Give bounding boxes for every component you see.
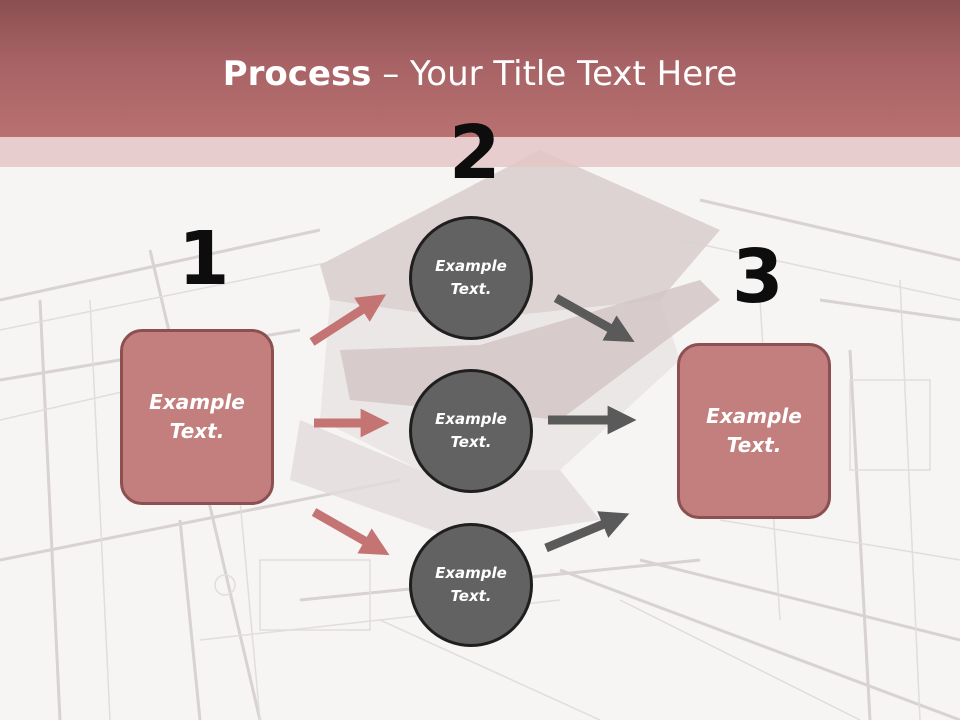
step-number-3: 3 [732, 234, 784, 320]
step-number-2: 2 [449, 110, 501, 196]
circle-middle[interactable]: Example Text. [409, 369, 533, 493]
arrow-to-bottom-circle [311, 508, 390, 556]
left-box-text: Example Text. [149, 390, 245, 443]
title-bold: Process [222, 54, 372, 94]
circle-bottom-text: Example Text. [435, 564, 507, 605]
arrow-from-bottom-circle [544, 511, 630, 553]
slide-title: Process – Your Title Text Here [0, 52, 960, 96]
circle-top-text: Example Text. [435, 257, 507, 298]
circle-middle-text: Example Text. [435, 410, 507, 451]
step-number-1: 1 [178, 216, 230, 302]
right-box-text: Example Text. [706, 404, 802, 457]
arrow-from-top-circle [553, 294, 635, 343]
title-underband [0, 137, 960, 167]
circle-top[interactable]: Example Text. [409, 216, 533, 340]
arrow-to-top-circle [309, 294, 387, 346]
circle-bottom[interactable]: Example Text. [409, 523, 533, 647]
title-rest: – Your Title Text Here [371, 54, 738, 94]
title-bar [0, 0, 960, 137]
right-text-box[interactable]: Example Text. [677, 343, 831, 519]
left-text-box[interactable]: Example Text. [120, 329, 274, 505]
